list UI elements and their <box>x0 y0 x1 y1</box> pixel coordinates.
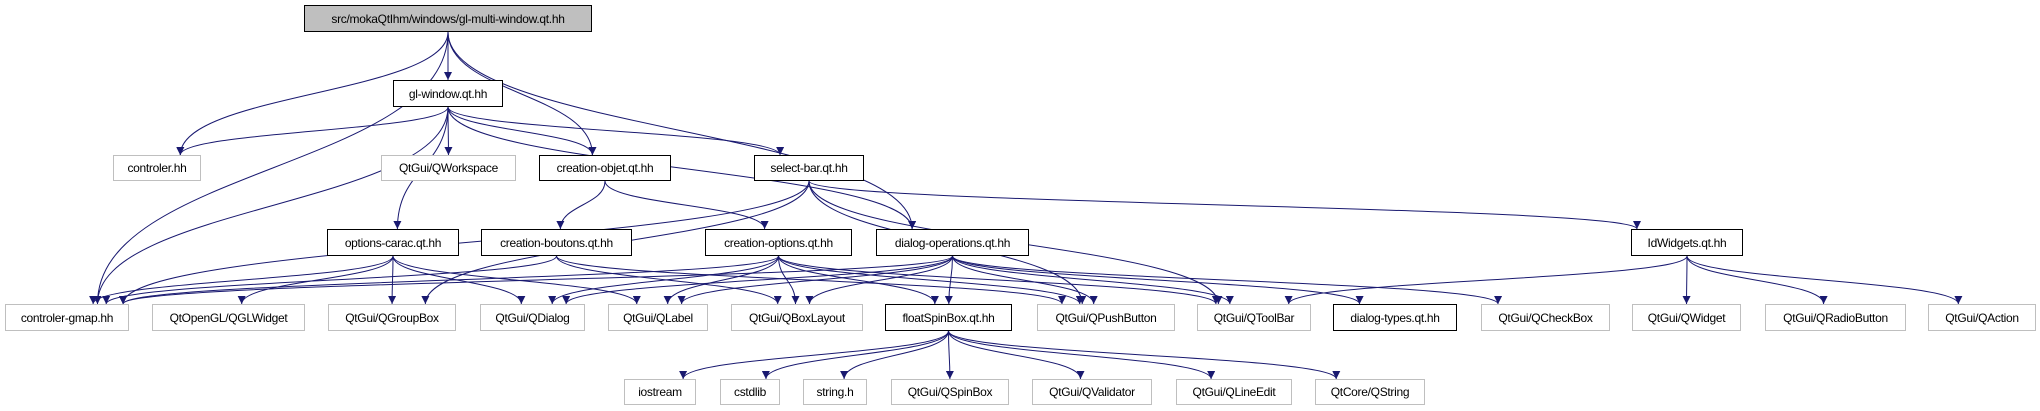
edge-creationoptions-to-qlabel <box>663 255 779 305</box>
edge-creationobjet-to-creationboutons <box>556 180 606 230</box>
edge-dialogoperations-to-qdialog <box>562 255 953 305</box>
edge-creationoptions-to-qtoolbar <box>778 255 1220 305</box>
edge-optionscarac-to-controlergmap <box>89 255 394 305</box>
node-qradiobutton: QtGui/QRadioButton <box>1765 304 1906 331</box>
node-controlergmap: controler-gmap.hh <box>5 304 129 331</box>
node-creationobjet[interactable]: creation-objet.qt.hh <box>539 155 671 181</box>
node-qglwidget: QtOpenGL/QGLWidget <box>152 304 305 331</box>
node-qspinbox: QtGui/QSpinBox <box>891 379 1009 405</box>
node-controler: controler.hh <box>113 155 201 181</box>
node-root[interactable]: src/mokaQtIhm/windows/gl-multi-window.qt… <box>304 5 592 32</box>
edge-floatspinbox-to-stringh <box>840 330 949 380</box>
edge-glwindow-to-controlergmap <box>93 106 449 305</box>
edge-creationoptions-to-controlergmap <box>119 255 779 305</box>
edge-dialogoperations-to-qcheckbox <box>952 255 1502 305</box>
node-qstring: QtCore/QString <box>1315 379 1425 405</box>
edge-glwindow-to-dialogoperations <box>447 106 917 230</box>
node-iostream: iostream <box>624 379 696 405</box>
edge-floatspinbox-to-qspinbox <box>945 330 954 380</box>
node-qpushbutton: QtGui/QPushButton <box>1037 304 1175 331</box>
node-creationboutons[interactable]: creation-boutons.qt.hh <box>481 229 632 256</box>
edge-creationoptions-to-qdialog <box>548 255 779 305</box>
node-glwindow[interactable]: gl-window.qt.hh <box>393 80 503 107</box>
edge-optionscarac-to-qlabel <box>392 255 641 305</box>
edge-creationobjet-to-creationoptions <box>604 180 769 230</box>
edge-creationoptions-to-qboxlayout <box>778 255 800 305</box>
edge-dialogoperations-to-controlergmap <box>119 255 953 305</box>
node-qaction: QtGui/QAction <box>1928 304 2036 331</box>
edge-floatspinbox-to-qstring <box>948 330 1341 380</box>
edge-dialogoperations-to-floatspinbox <box>944 255 953 305</box>
edge-selectbar-to-idwidgets <box>808 180 1641 230</box>
edge-root-to-controler <box>176 31 449 156</box>
edge-glwindow-to-controler <box>176 106 449 156</box>
node-qboxlayout: QtGui/QBoxLayout <box>731 304 863 331</box>
node-qcheckbox: QtGui/QCheckBox <box>1481 304 1610 331</box>
edge-dialogoperations-to-qtoolbar <box>952 255 1234 305</box>
edge-optionscarac-to-qglwidget <box>237 255 394 305</box>
edge-idwidgets-to-qaction <box>1686 255 1963 305</box>
edge-floatspinbox-to-iostream <box>679 330 949 380</box>
node-qlineedit: QtGui/QLineEdit <box>1176 379 1292 405</box>
edge-creationoptions-to-qpushbutton <box>778 255 1084 305</box>
node-qdialog: QtGui/QDialog <box>480 304 585 331</box>
node-stringh: string.h <box>803 379 867 405</box>
node-qworkspace: QtGui/QWorkspace <box>381 155 516 181</box>
node-qtoolbar: QtGui/QToolBar <box>1197 304 1311 331</box>
node-dialogoperations[interactable]: dialog-operations.qt.hh <box>876 229 1029 256</box>
node-dialogtypes[interactable]: dialog-types.qt.hh <box>1333 304 1457 331</box>
node-idwidgets[interactable]: IdWidgets.qt.hh <box>1631 229 1743 256</box>
edge-floatspinbox-to-qlineedit <box>948 330 1216 380</box>
edge-idwidgets-to-qradiobutton <box>1686 255 1828 305</box>
edge-dialogoperations-to-qpushbutton <box>952 255 1098 305</box>
edge-creationoptions-to-floatspinbox <box>778 255 939 305</box>
node-qlabel: QtGui/QLabel <box>608 304 708 331</box>
edge-glwindow-to-creationobjet <box>447 106 597 156</box>
node-optionscarac[interactable]: options-carac.qt.hh <box>327 229 459 256</box>
edge-floatspinbox-to-qvalidator <box>948 330 1085 380</box>
node-qwidget: QtGui/QWidget <box>1632 304 1741 331</box>
node-creationoptions[interactable]: creation-options.qt.hh <box>705 229 852 256</box>
edge-dialogoperations-to-qlabel <box>677 255 953 305</box>
edge-dialogoperations-to-dialogtypes <box>952 255 1364 305</box>
edge-creationboutons-to-controlergmap <box>102 255 557 305</box>
node-floatspinbox[interactable]: floatSpinBox.qt.hh <box>885 304 1012 331</box>
node-cstdlib: cstdlib <box>720 379 780 405</box>
edge-dialogoperations-to-qboxlayout <box>805 255 953 305</box>
edge-optionscarac-to-qgroupbox <box>388 255 397 305</box>
edge-root-to-creationobjet <box>447 31 597 156</box>
node-qvalidator: QtGui/QValidator <box>1032 379 1152 405</box>
edge-selectbar-to-controlergmap <box>119 180 810 305</box>
edge-idwidgets-to-qtoolbar <box>1284 255 1688 305</box>
edge-glwindow-to-selectbar <box>447 106 785 156</box>
edge-creationboutons-to-qpushbutton <box>556 255 1066 305</box>
node-qgroupbox: QtGui/QGroupBox <box>328 304 456 331</box>
edge-floatspinbox-to-cstdlib <box>761 330 949 380</box>
node-selectbar[interactable]: select-bar.qt.hh <box>754 155 864 181</box>
